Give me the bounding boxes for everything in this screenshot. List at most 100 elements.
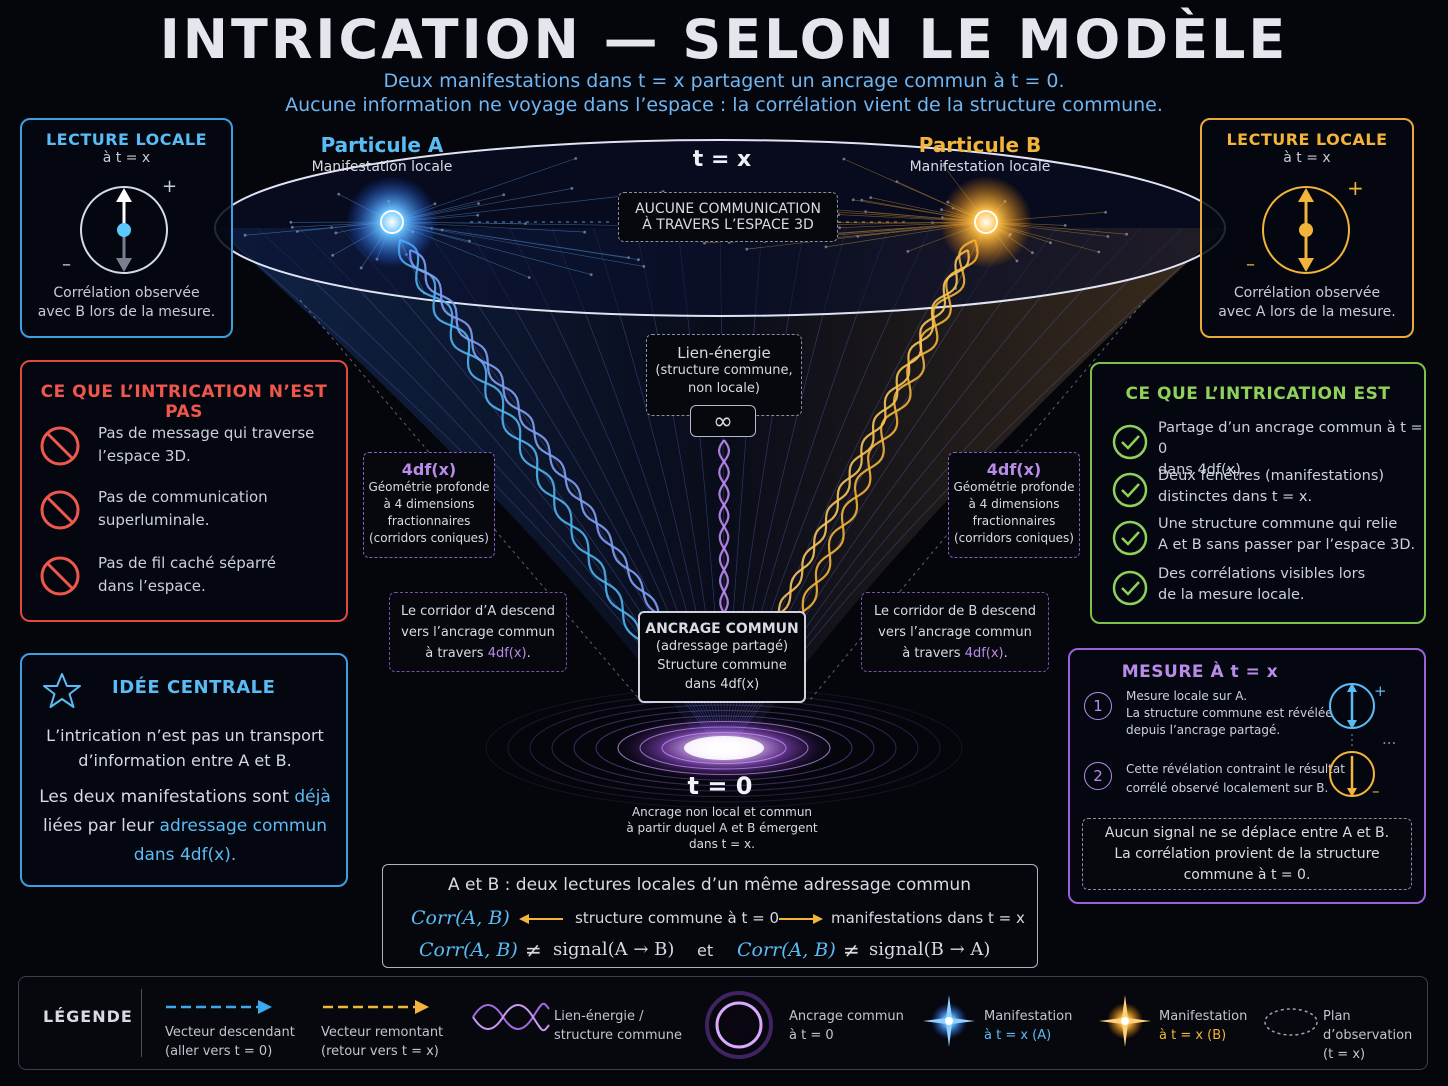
geometry-left-line-1: Géométrie profonde xyxy=(368,480,490,494)
local-a-minus: – xyxy=(62,254,71,275)
is-item-line-1: Des corrélations visibles lors xyxy=(1158,566,1366,582)
idea-line-4-highlight: adressage commun xyxy=(159,816,328,836)
legend-anchor-l1: Ancrage commun xyxy=(789,1009,904,1024)
legend-link-l1: Lien-énergie / xyxy=(554,1009,644,1024)
step-1-line-1: Mesure locale sur A. xyxy=(1126,689,1248,703)
geometry-right-line-4: (corridors coniques) xyxy=(954,531,1074,545)
step-2-badge: 2 xyxy=(1084,762,1112,790)
local-a-plus: + xyxy=(162,176,178,197)
idea-line-4-text: liées par leur xyxy=(42,816,160,836)
t0-line-3: dans t = x. xyxy=(689,837,755,851)
is-item-line-2: de la mesure locale. xyxy=(1158,587,1305,603)
check-circle-icon xyxy=(1112,570,1148,606)
infinity-icon: ∞ xyxy=(713,407,733,435)
formula-signal-ab: signal(A → B) xyxy=(553,939,675,960)
link-line-3: non locale) xyxy=(688,381,760,396)
corridor-a-line-1: Le corridor d’A descend xyxy=(400,604,556,619)
corridor-a-highlight: 4df(x) xyxy=(487,646,527,661)
measure-plus: + xyxy=(1374,682,1387,700)
step-2-line-2: corrélé observé localement sur B. xyxy=(1126,781,1329,795)
idea-title: IDÉE CENTRALE xyxy=(112,677,276,698)
infinity-badge: ∞ xyxy=(690,405,756,437)
step-1-badge: 1 xyxy=(1084,692,1112,720)
is-panel: CE QUE L’INTRICATION EST Partage d’un an… xyxy=(1090,362,1426,624)
link-energy-box: Lien-énergie (structure commune, non loc… xyxy=(646,334,802,416)
step-1-line-3: depuis l’ancrage partagé. xyxy=(1126,723,1281,737)
formula-line-1: A et B : deux lectures locales d’un même… xyxy=(448,875,971,895)
corridor-b-text: à travers xyxy=(902,646,965,661)
measure-dots: ... xyxy=(1382,730,1397,748)
corridor-b-note: Le corridor de B descend vers l’ancrage … xyxy=(861,592,1049,672)
link-line-2: (structure commune, xyxy=(655,363,793,378)
measure-note-box: Aucun signal ne se déplace entre A et B.… xyxy=(1082,818,1412,890)
corridor-b-line-3: à travers 4df(x). xyxy=(862,643,1048,664)
is-item-line-2: A et B sans passer par l’espace 3D. xyxy=(1158,537,1416,553)
particle-b-glow xyxy=(940,176,1032,268)
geometry-left-line-4: (corridors coniques) xyxy=(369,531,489,545)
is-not-title: CE QUE L’INTRICATION N’EST PAS xyxy=(40,382,328,422)
local-b-line-1: Corrélation observée xyxy=(1233,285,1381,301)
prohibited-icon xyxy=(40,426,80,466)
plane-label: t = x xyxy=(692,147,752,172)
corridor-b-line-1: Le corridor de B descend xyxy=(873,604,1037,619)
legend-ascending-l2: (retour vers t = x) xyxy=(321,1044,439,1059)
geometry-left-line-3: fractionnaires xyxy=(387,514,471,528)
particle-a-glow xyxy=(346,176,438,268)
idea-line-4: liées par leur adressage commun xyxy=(22,812,348,841)
legend-descending-l2: (aller vers t = 0) xyxy=(165,1044,273,1059)
sparkle-gold-icon xyxy=(1099,995,1151,1047)
spin-up-icon xyxy=(80,186,168,274)
idea-line-2: d’information entre A et B. xyxy=(78,751,292,770)
local-b-minus: – xyxy=(1246,254,1255,275)
idea-line-3-highlight: déjà xyxy=(294,787,331,807)
prohibited-icon xyxy=(40,490,80,530)
descending-vector-icon xyxy=(166,1000,272,1014)
corridor-b-highlight: 4df(x) xyxy=(964,646,1004,661)
arrow-left-icon xyxy=(519,914,563,924)
local-reading-b-panel: LECTURE LOCALE à t = x + – Corrélation o… xyxy=(1200,118,1414,338)
particle-b-caption: Manifestation locale xyxy=(909,159,1051,175)
local-a-line-2: avec B lors de la mesure. xyxy=(37,304,216,320)
anchor-title: ANCRAGE COMMUN xyxy=(645,621,799,637)
sparkle-blue-icon xyxy=(923,995,975,1047)
t0-line-1: Ancrage non local et commun xyxy=(631,805,813,819)
idea-line-3: Les deux manifestations sont déjà xyxy=(22,783,348,812)
legend-panel: LÉGENDE Vecteur descendant(aller vers t … xyxy=(18,976,1428,1070)
no-comm-line-1: AUCUNE COMMUNICATION xyxy=(635,201,821,217)
is-item-line-1: Partage d’un ancrage commun à t = 0 xyxy=(1158,420,1423,457)
is-item-line-2: dans 4df(x). xyxy=(1158,462,1246,478)
no-comm-line-2: À TRAVERS L’ESPACE 3D xyxy=(642,217,814,233)
legend-anchor-l2: à t = 0 xyxy=(789,1028,834,1043)
star-icon xyxy=(43,673,81,708)
corridor-a-period: . xyxy=(526,646,531,661)
is-item: Des corrélations visibles lors de la mesu… xyxy=(1158,564,1365,606)
is-not-panel: CE QUE L’INTRICATION N’EST PAS Pas de me… xyxy=(20,360,348,622)
subtitle-line-1: Deux manifestations dans t = x partagent… xyxy=(383,70,1065,92)
helix-icon xyxy=(472,1002,550,1032)
step-1-line-2: La structure commune est révélée xyxy=(1126,706,1333,720)
geometry-right-line-2: à 4 dimensions xyxy=(968,497,1060,511)
geometry-right-line-1: Géométrie profonde xyxy=(953,480,1075,494)
formula-signal-ba: signal(B → A) xyxy=(869,939,991,960)
formula-box: A et B : deux lectures locales d’un même… xyxy=(382,864,1038,968)
no-communication-box: AUCUNE COMMUNICATION À TRAVERS L’ESPACE … xyxy=(618,192,838,242)
geometry-right-title: 4df(x) xyxy=(986,460,1042,479)
is-item: Deux fenêtres (manifestations)distinctes… xyxy=(1158,466,1384,508)
local-a-title: LECTURE LOCALE xyxy=(45,130,208,149)
corridor-a-note: Le corridor d’A descend vers l’ancrage c… xyxy=(389,592,567,672)
formula-structure: structure commune à t = 0 xyxy=(575,909,779,927)
spin-updown-icon xyxy=(1262,186,1350,274)
legend-link-l2: structure commune xyxy=(554,1028,683,1043)
check-circle-icon xyxy=(1112,520,1148,556)
formula-neq-1: ≠ xyxy=(525,938,542,962)
is-item-line-2: distinctes dans t = x. xyxy=(1158,489,1313,505)
subtitle-line-2: Aucune information ne voyage dans l’espa… xyxy=(285,94,1163,116)
ring-icon xyxy=(705,991,773,1059)
local-reading-a-panel: LECTURE LOCALE à t = x + – Corrélation o… xyxy=(20,118,233,338)
anchor-line-3: dans 4df(x) xyxy=(684,677,760,692)
measure-note-line-1: Aucun signal ne se déplace entre A et B. xyxy=(1104,825,1390,841)
